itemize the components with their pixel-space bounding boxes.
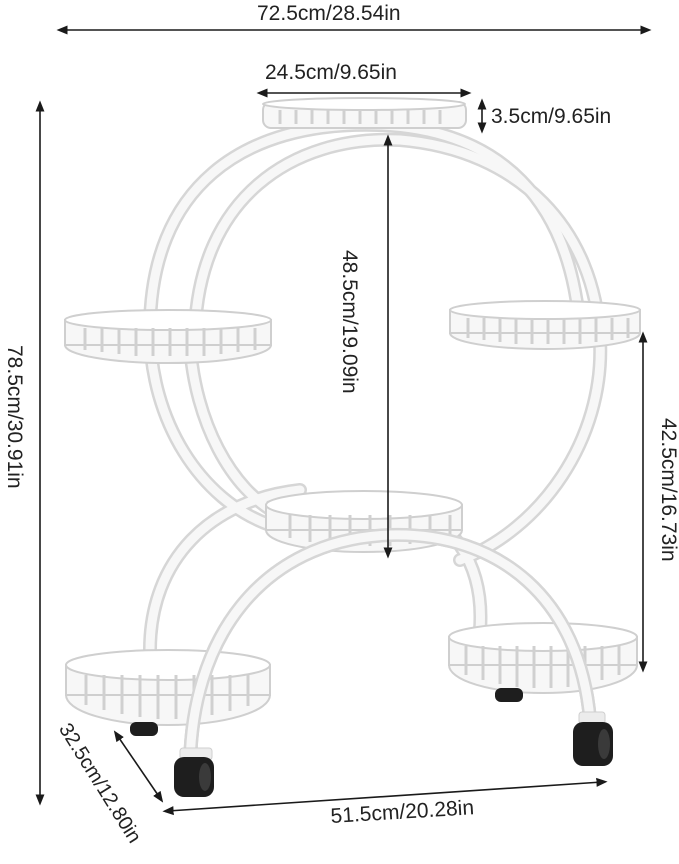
top-tray [262, 97, 467, 129]
depth-line [113, 730, 164, 803]
caster-wheel-icon [174, 747, 214, 797]
dimension-lines [35, 25, 652, 816]
right-bottom-tray [448, 622, 638, 694]
top-tray-height-label: 3.5cm/9.65in [491, 105, 612, 128]
left-bottom-tray [65, 649, 271, 726]
total-width-label: 72.5cm/28.54in [257, 2, 401, 25]
base-width-line [162, 777, 608, 816]
right-middle-tray [449, 300, 641, 350]
side-height-label: 42.5cm/16.73in [657, 418, 679, 562]
caster-wheel-icon [573, 711, 613, 766]
inner-height-label: 48.5cm/19.09in [338, 250, 361, 394]
total-height-label: 78.5cm/30.91in [3, 345, 26, 489]
left-middle-tray [64, 309, 272, 364]
trays [64, 97, 641, 726]
top-tray-width-label: 24.5cm/9.65in [265, 61, 397, 84]
